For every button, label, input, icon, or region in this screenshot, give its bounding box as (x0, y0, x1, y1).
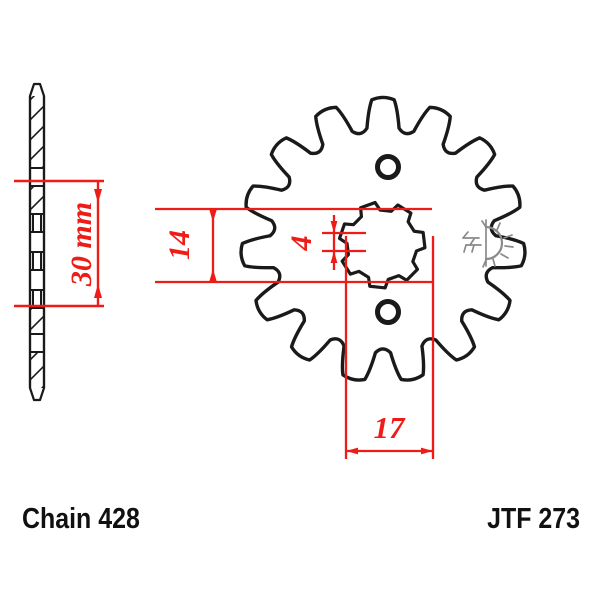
side-view-inner-walls (28, 96, 46, 388)
symbol-left-hatch (462, 231, 482, 253)
side-view-hatching (30, 96, 44, 388)
dimension-4 (322, 215, 366, 270)
dimension-4-label: 4 (285, 236, 318, 252)
dim30-arrow-bottom (94, 284, 102, 298)
part-number-label: JTF 273 (487, 503, 580, 535)
symbol-rays (481, 220, 514, 268)
sprocket-side-section-view (28, 82, 46, 402)
mounting-hole-top (375, 154, 401, 180)
symbol-halfdisc (484, 225, 504, 261)
mounting-hole-bottom (375, 299, 401, 325)
dim4-arrow-top (330, 221, 338, 233)
sprocket-front-view (239, 95, 527, 382)
dim14-arrow-bottom (209, 269, 217, 281)
dim17-arrow-right (421, 447, 433, 455)
dim14-arrow-top (209, 210, 217, 222)
surface-finish-symbol (462, 219, 514, 268)
dimension-30mm (14, 179, 104, 308)
splined-bore-outline (337, 200, 427, 290)
dim17-arrow-left (346, 447, 358, 455)
dimension-17 (344, 236, 435, 459)
dim4-arrow-bottom (330, 251, 338, 263)
dimension-30mm-label: 30 mm (65, 202, 98, 287)
dimension-17-label: 17 (374, 410, 407, 445)
side-view-tooth-notches (32, 214, 42, 308)
dimension-14 (155, 207, 432, 284)
dimension-14-label: 14 (163, 230, 196, 260)
chain-label: Chain 428 (22, 503, 140, 535)
dim30-arrow-top (94, 189, 102, 203)
